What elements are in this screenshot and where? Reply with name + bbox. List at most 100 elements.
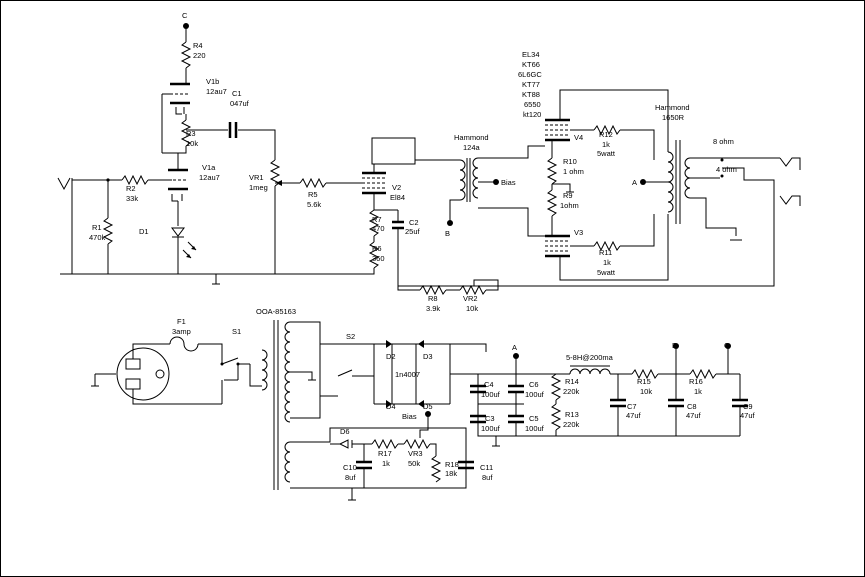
resistor-r4 xyxy=(181,41,191,69)
speaker-jack-4ohm xyxy=(779,195,801,206)
v1a-name: V1a xyxy=(202,163,216,172)
r13-value: 220k xyxy=(563,420,580,429)
diode-d6 xyxy=(338,439,353,449)
r2-name: R2 xyxy=(126,184,136,193)
c5-value: 100uf xyxy=(525,424,545,433)
r1-value: 470k xyxy=(89,233,106,242)
r7-value: 470 xyxy=(372,224,385,233)
tube-v4 xyxy=(545,118,570,142)
d5-name: D5 xyxy=(423,402,433,411)
power-transformer-name: OOA-85163 xyxy=(256,307,296,316)
r17-name: R17 xyxy=(378,449,392,458)
potentiometer-vr2 xyxy=(459,285,487,295)
capacitor-c2 xyxy=(392,220,404,230)
r6-name: R6 xyxy=(372,244,382,253)
r16-name: R16 xyxy=(689,377,703,386)
r15-name: R15 xyxy=(637,377,651,386)
d6-name: D6 xyxy=(340,427,350,436)
ot1-name: Hammond xyxy=(454,133,489,142)
ot2-name: Hammond xyxy=(655,103,690,112)
r16-value: 1k xyxy=(694,387,702,396)
c10-name: C10 xyxy=(343,463,357,472)
capacitor-c3 xyxy=(470,414,486,424)
r18-value: 18k xyxy=(445,469,457,478)
r12-rating: 5watt xyxy=(597,149,616,158)
c8-value: 47uf xyxy=(686,411,702,420)
r3-name: R3 xyxy=(186,129,196,138)
output-section xyxy=(398,89,801,295)
c11-name: C11 xyxy=(480,463,493,472)
c6-value: 100uf xyxy=(525,390,545,399)
r8-value: 3.9k xyxy=(426,304,440,313)
driver-section xyxy=(275,137,545,291)
r6-value: 360 xyxy=(372,254,385,263)
c1-value: 047uf xyxy=(230,99,250,108)
speaker-jack-8ohm xyxy=(779,157,801,170)
potentiometer-vr3 xyxy=(403,439,431,449)
v4-name: V4 xyxy=(574,133,583,142)
c3-name: C3 xyxy=(485,414,495,423)
tube-type-3: KT77 xyxy=(522,80,540,89)
r5-value: 5.6k xyxy=(307,200,321,209)
node-b-label: B xyxy=(445,229,450,238)
r2-value: 33k xyxy=(126,194,138,203)
mains-plug xyxy=(91,347,170,401)
r9-name: R9 xyxy=(563,191,573,200)
c1-name: C1 xyxy=(232,89,242,98)
r15-value: 10k xyxy=(640,387,652,396)
r11-name: R11 xyxy=(599,248,612,257)
r17-value: 1k xyxy=(382,459,390,468)
r9-value: 1ohm xyxy=(560,201,579,210)
bias-supply-label: Bias xyxy=(402,412,417,421)
tube-v2 xyxy=(362,171,386,195)
s1-name: S1 xyxy=(232,327,241,336)
power-section xyxy=(91,320,748,501)
tube-type-2: 6L6GC xyxy=(518,70,542,79)
vr2-value: 10k xyxy=(466,304,478,313)
resistor-r5 xyxy=(299,178,327,188)
bias-node-label: Bias xyxy=(501,178,516,187)
r4-name: R4 xyxy=(193,41,203,50)
r12-value: 1k xyxy=(602,140,610,149)
node-b-supply-label: B xyxy=(672,341,677,350)
resistor-r8 xyxy=(419,285,447,295)
d2-name: D2 xyxy=(386,352,396,361)
d1-name: D1 xyxy=(139,227,149,236)
vr1-value: 1meg xyxy=(249,183,268,192)
c2-value: 25uf xyxy=(405,227,421,236)
node-c-top: C xyxy=(182,11,188,20)
tube-type-0: EL34 xyxy=(522,50,540,59)
capacitor-c8 xyxy=(668,398,684,408)
capacitor-c4 xyxy=(470,384,486,394)
ground-preamp xyxy=(212,274,220,285)
r12-name: R12 xyxy=(599,130,613,139)
r4-value: 220 xyxy=(193,51,206,60)
r3-value: 10k xyxy=(186,139,198,148)
c7-value: 47uf xyxy=(626,411,642,420)
d3-name: D3 xyxy=(423,352,433,361)
v2-name: V2 xyxy=(392,183,401,192)
tap-4ohm-label: 4 ohm xyxy=(716,165,737,174)
f1-name: F1 xyxy=(177,317,186,326)
c10-value: 8uf xyxy=(345,473,356,482)
c5-name: C5 xyxy=(529,414,539,423)
capacitor-c5 xyxy=(508,414,524,424)
node-a-label: A xyxy=(632,178,637,187)
transformer-ot1 xyxy=(414,151,479,226)
tube-type-5: 6550 xyxy=(524,100,541,109)
led-d1 xyxy=(171,227,185,238)
ot1-value: 124a xyxy=(463,143,481,152)
resistor-r18 xyxy=(431,455,441,483)
v2-value: El84 xyxy=(390,193,405,202)
switch-s1 xyxy=(221,357,239,404)
transformer-ot2 xyxy=(667,140,691,224)
capacitor-c10 xyxy=(356,460,372,470)
vr3-value: 50k xyxy=(408,459,420,468)
r5-name: R5 xyxy=(308,190,318,199)
resistor-r17 xyxy=(371,439,399,449)
r14-value: 220k xyxy=(563,387,580,396)
choke-value: 5-8H@200ma xyxy=(566,353,614,362)
tube-type-1: KT66 xyxy=(522,60,540,69)
resistor-r2 xyxy=(121,175,149,185)
